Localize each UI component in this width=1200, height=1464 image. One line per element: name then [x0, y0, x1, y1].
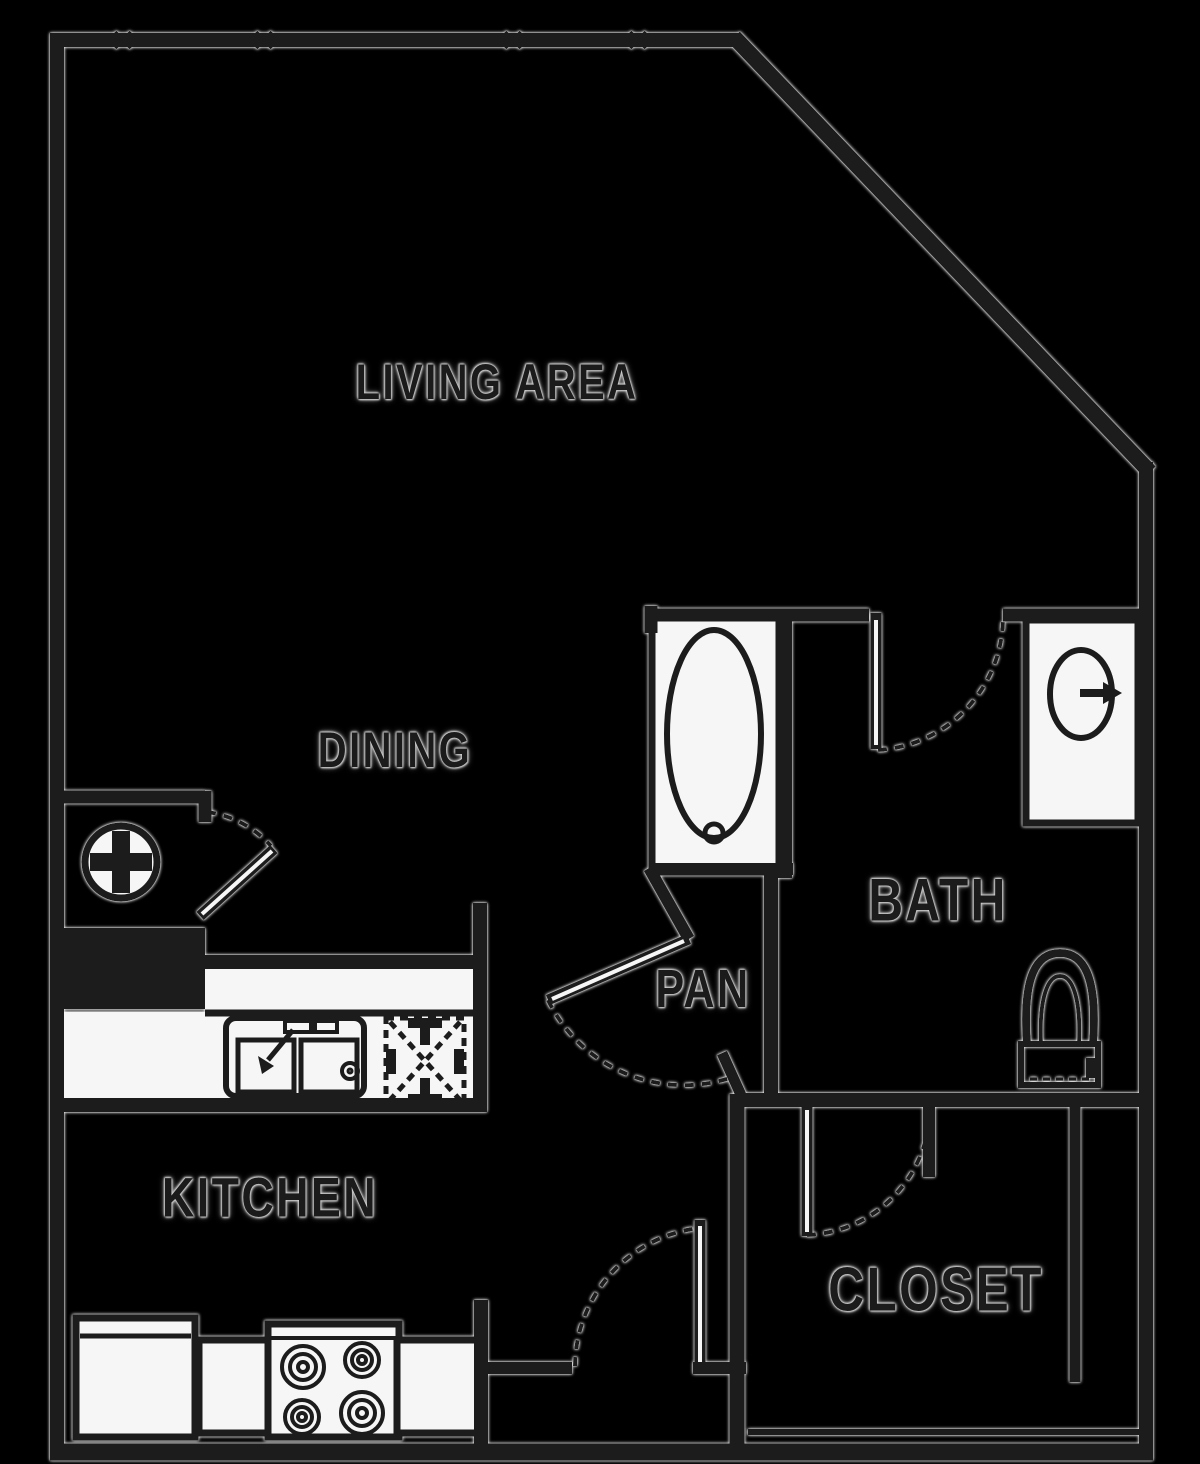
walls-outer	[50, 31, 1156, 1461]
door-swing-icon	[877, 617, 1005, 752]
counter-bottom-left	[195, 1336, 274, 1437]
room-label-closet: CLOSET	[828, 1255, 1044, 1325]
dishwasher-icon	[383, 1015, 467, 1107]
toilet-icon	[1018, 948, 1101, 1088]
wall-break-icon	[503, 30, 523, 50]
door-dining-nook	[196, 810, 278, 921]
door-pantry	[545, 865, 747, 1098]
wall-break-icon	[628, 30, 648, 50]
doors	[196, 613, 1005, 1367]
room-label-pantry: PAN	[655, 959, 751, 1019]
bathtub-icon	[664, 627, 764, 845]
range-icon	[264, 1320, 403, 1441]
wall-bath-top-left	[644, 606, 869, 633]
door-leaf-core	[551, 939, 685, 1001]
faucet	[313, 1019, 339, 1034]
sink-drain	[340, 1061, 360, 1081]
vanity-sink-icon	[1047, 647, 1122, 741]
vanity-cabinet	[1022, 616, 1142, 827]
door-swing-icon	[806, 1109, 932, 1237]
room-label-kitchen: KITCHEN	[162, 1165, 378, 1229]
door-bath	[870, 613, 1005, 752]
door-swing-icon	[546, 999, 731, 1088]
door-jamb	[716, 1050, 747, 1098]
door-jog	[643, 865, 695, 942]
kitchen-sink-icon	[223, 1015, 367, 1099]
tub-drain	[702, 821, 726, 845]
room-label-bath: BATH	[868, 866, 1008, 934]
sink-arrow-head	[258, 1056, 274, 1074]
fixture-details	[80, 627, 1122, 1436]
door-closet	[801, 1104, 932, 1237]
door-swing-icon	[206, 810, 273, 848]
paper-holder	[1086, 1058, 1101, 1078]
sink-arrow	[266, 1028, 295, 1062]
counter-bottom-right	[393, 1336, 482, 1437]
wall-break-marks	[113, 30, 648, 50]
range-burners	[268, 1336, 399, 1436]
sink-drain-dot	[346, 1067, 354, 1075]
wall-dining-nook	[57, 790, 212, 822]
faucet	[283, 1019, 313, 1034]
door-leaf-core	[200, 849, 274, 916]
wall-diagonal	[728, 31, 1156, 478]
room-label-dining: DINING	[317, 722, 473, 778]
faucet-arrow-head	[1103, 682, 1122, 704]
wall-solid-block	[62, 928, 205, 1009]
wall-break-icon	[254, 30, 274, 50]
walls-interior	[57, 606, 1146, 1452]
wall-break-icon	[113, 30, 133, 50]
washer-cross	[90, 831, 152, 893]
door-hall	[573, 1220, 706, 1367]
room-label-living-area: LIVING AREA	[355, 354, 639, 410]
door-swing-icon	[573, 1226, 701, 1367]
